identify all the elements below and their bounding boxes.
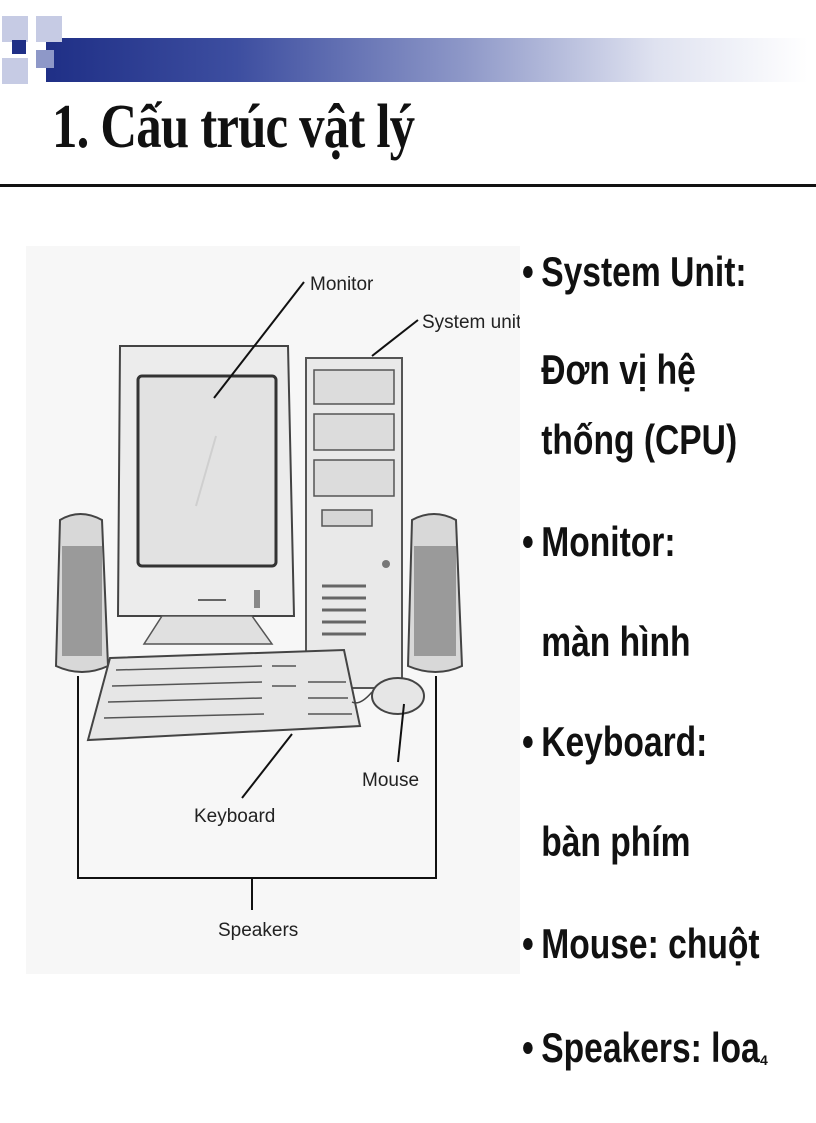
label-mouse: Mouse (362, 770, 419, 791)
header-square-light-3 (2, 58, 28, 84)
bullet-continuation: màn hình (541, 618, 691, 665)
computer-illustration: Monitor System unit Mouse Keyboard Speak… (26, 246, 520, 974)
header-square-mid (36, 50, 54, 68)
monitor-drawing (116, 345, 296, 645)
bullet-continuation: bàn phím (541, 818, 691, 865)
label-monitor: Monitor (310, 274, 374, 295)
label-speakers: Speakers (218, 920, 298, 941)
slide-title: 1. Cấu trúc vật lý (52, 93, 415, 161)
speaker-left-drawing (54, 513, 110, 673)
system-unit-drawing (305, 357, 403, 689)
bullet-item: •Monitor: (522, 518, 676, 565)
page-number: 4 (760, 1052, 768, 1068)
bullet-item: •Speakers: loa (522, 1024, 760, 1071)
bullet-item: •Keyboard: (522, 718, 708, 765)
header-gradient-bar (46, 38, 808, 82)
speaker-right-drawing (406, 513, 464, 673)
label-system-unit: System unit (422, 312, 520, 333)
title-divider (0, 184, 816, 187)
keyboard-drawing (86, 648, 362, 742)
header-square-light-2 (36, 16, 62, 42)
bullet-continuation: Đơn vị hệ (541, 346, 696, 393)
bullet-item: •System Unit: (522, 248, 747, 295)
bullet-continuation: thống (CPU) (541, 416, 738, 463)
header-square-dark (12, 40, 26, 54)
mouse-drawing (371, 677, 425, 715)
label-keyboard: Keyboard (194, 806, 275, 827)
bullet-item: •Mouse: chuột (522, 920, 760, 967)
header-square-light (2, 16, 28, 42)
